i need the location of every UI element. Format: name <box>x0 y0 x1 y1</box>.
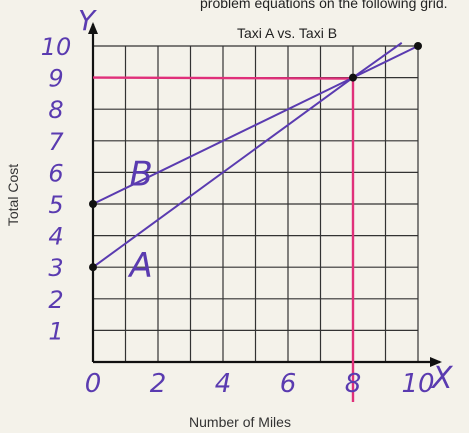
point <box>349 73 357 82</box>
x-axis-label: Number of Miles <box>189 414 291 430</box>
series-label-a: A <box>128 246 153 286</box>
point <box>414 42 422 50</box>
y-tick-label: 8 <box>48 96 63 124</box>
labels: A B 1 2 3 4 5 6 7 8 9 10 0 2 4 6 8 10 <box>41 33 435 399</box>
x-axis-arrow <box>430 357 442 367</box>
y-axis-label: Total Cost <box>5 164 21 226</box>
y-axis-arrow <box>88 22 98 34</box>
points <box>89 42 422 272</box>
y-tick-label: 9 <box>48 65 63 93</box>
x-tick-label: 2 <box>150 369 167 399</box>
series-label-b: B <box>130 155 153 195</box>
x-axis-letter: X <box>430 361 454 396</box>
point <box>89 263 97 272</box>
axes <box>88 22 442 367</box>
y-tick-label: 10 <box>41 33 72 61</box>
y-tick-label: 1 <box>48 317 63 345</box>
y-tick-label: 5 <box>48 191 63 219</box>
header-fragment: problem equations on the following grid. <box>200 0 448 11</box>
x-tick-label: 10 <box>401 369 434 399</box>
point <box>89 200 97 208</box>
x-tick-label: 8 <box>345 369 362 399</box>
y-tick-label: 4 <box>48 223 63 251</box>
y-tick-label: 7 <box>48 128 64 156</box>
y-tick-label: 6 <box>48 159 63 187</box>
y-tick-label: 3 <box>48 254 63 282</box>
y-axis-letter: Y <box>78 4 97 37</box>
y-tick-label: 2 <box>48 286 63 314</box>
x-tick-label: 0 <box>85 369 102 399</box>
guide-lines <box>92 76 355 402</box>
chart-title: Taxi A vs. Taxi B <box>237 25 337 41</box>
x-tick-label: 6 <box>280 369 297 399</box>
x-tick-label: 4 <box>215 369 232 399</box>
guide-horizontal <box>92 76 354 80</box>
grid <box>93 45 419 362</box>
